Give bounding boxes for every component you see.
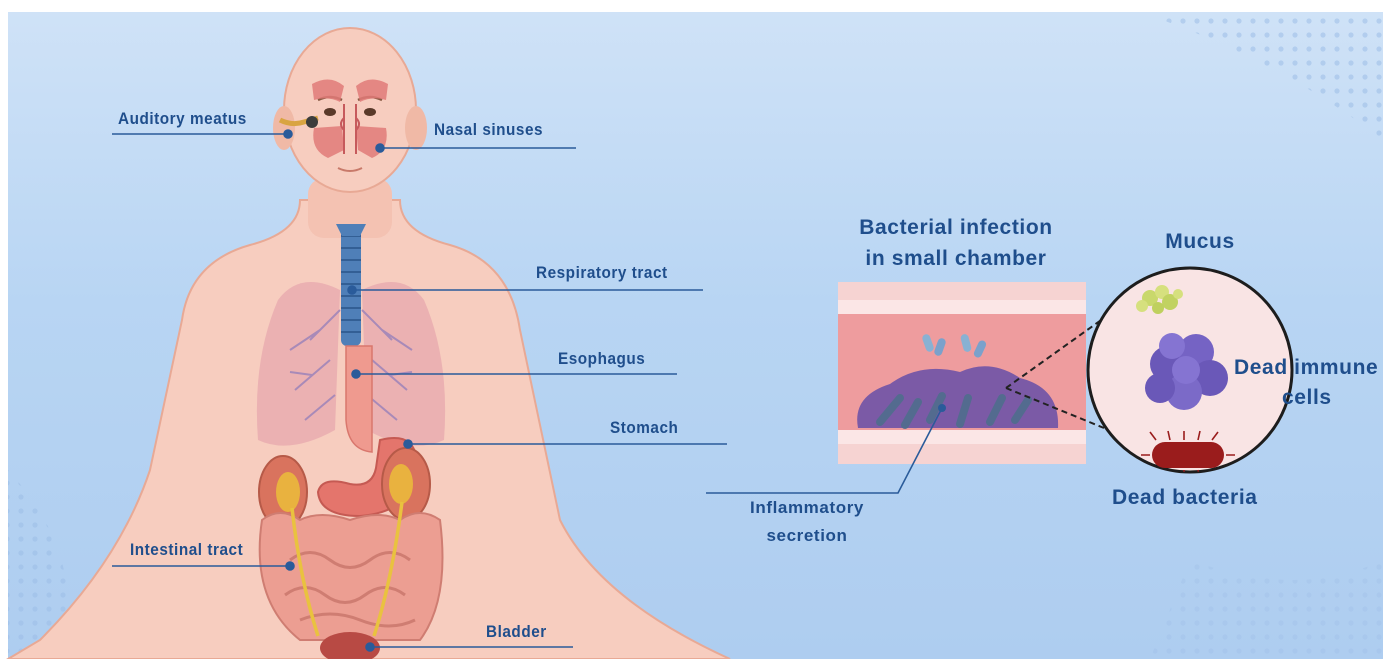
label-intestinal-tract: Intestinal tract bbox=[130, 540, 243, 560]
label-nasal-sinuses: Nasal sinuses bbox=[434, 120, 543, 140]
left-ear bbox=[273, 106, 295, 150]
label-bladder: Bladder bbox=[486, 622, 547, 642]
intestines bbox=[260, 513, 443, 640]
chamber-title-line1: Bacterial infection bbox=[836, 216, 1076, 240]
label-auditory-meatus: Auditory meatus bbox=[118, 109, 247, 129]
chamber-title-line2: in small chamber bbox=[836, 247, 1076, 271]
label-esophagus: Esophagus bbox=[558, 349, 645, 369]
label-dead-bacteria: Dead bacteria bbox=[1112, 486, 1258, 510]
label-cells: cells bbox=[1282, 386, 1332, 410]
label-stomach: Stomach bbox=[610, 418, 678, 438]
label-mucus: Mucus bbox=[1150, 230, 1250, 254]
head-shape bbox=[284, 28, 416, 192]
right-ear bbox=[405, 106, 427, 150]
infection-chamber bbox=[706, 282, 1086, 493]
label-respiratory-tract: Respiratory tract bbox=[536, 263, 668, 283]
label-secretion: secretion bbox=[732, 526, 882, 546]
label-inflammatory: Inflammatory bbox=[732, 498, 882, 518]
esophagus-shape bbox=[346, 346, 372, 452]
label-dead-immune: Dead immune bbox=[1234, 356, 1378, 380]
human-body bbox=[8, 28, 730, 659]
